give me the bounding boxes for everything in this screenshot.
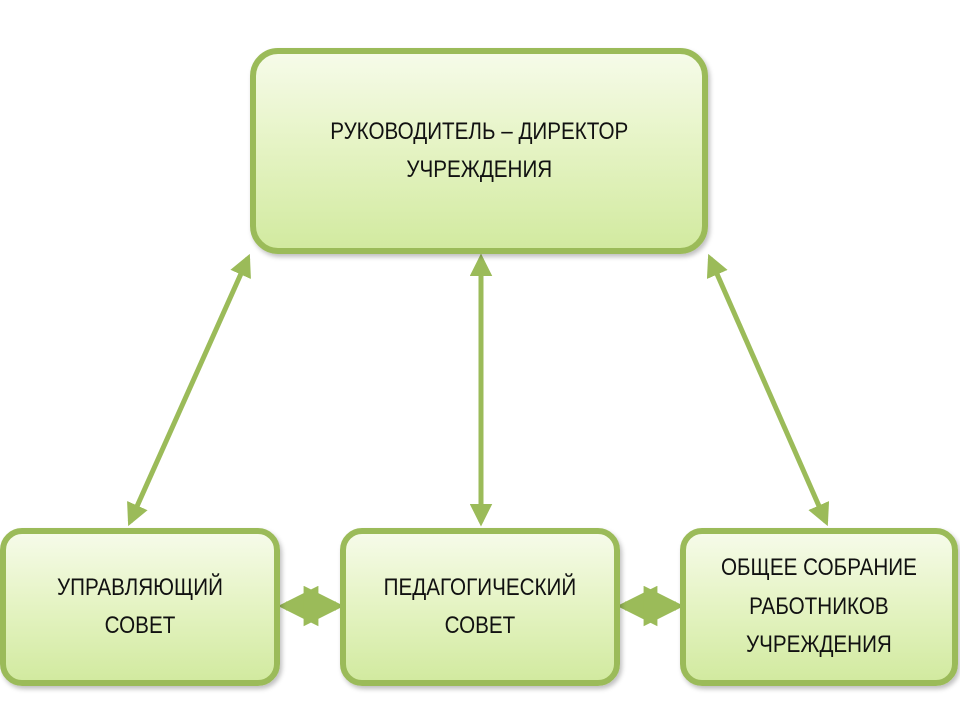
node-director-label: РУКОВОДИТЕЛЬ – ДИРЕКТОР УЧРЕЖДЕНИЯ xyxy=(329,117,629,183)
connector-director-council xyxy=(127,253,251,527)
node-general-assembly-label: ОБЩЕЕ СОБРАНИЕ РАБОТНИКОВ УЧРЕЖДЕНИЯ xyxy=(721,554,917,659)
node-governing-council-label: УПРАВЛЯЮЩИЙ СОВЕТ xyxy=(57,573,223,639)
node-general-assembly: ОБЩЕЕ СОБРАНИЕ РАБОТНИКОВ УЧРЕЖДЕНИЯ xyxy=(680,528,958,686)
connector-director-assembly xyxy=(706,253,830,527)
node-director: РУКОВОДИТЕЛЬ – ДИРЕКТОР УЧРЕЖДЕНИЯ xyxy=(250,48,708,254)
node-pedagogical-council: ПЕДАГОГИЧЕСКИЙ СОВЕТ xyxy=(340,528,620,686)
node-pedagogical-council-label: ПЕДАГОГИЧЕСКИЙ СОВЕТ xyxy=(383,573,577,639)
node-governing-council: УПРАВЛЯЮЩИЙ СОВЕТ xyxy=(0,528,280,686)
